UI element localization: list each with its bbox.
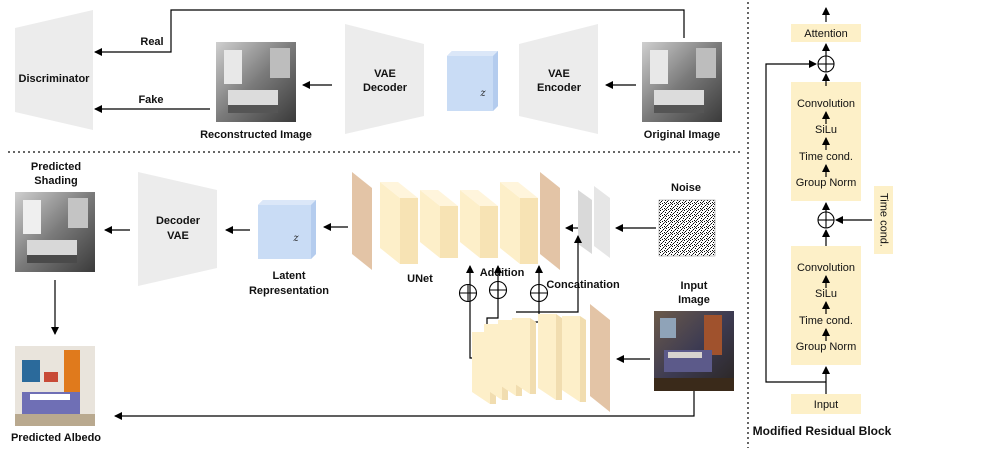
- vae-decoder-block: [345, 24, 424, 134]
- concat-block: [578, 186, 610, 258]
- time-cond-side-box: [874, 186, 893, 254]
- time-cond-side-label: Time cond.: [878, 193, 890, 247]
- concatination-label: Concatination: [546, 279, 620, 291]
- reconstructed-image: [216, 42, 296, 122]
- fake-label: Fake: [138, 94, 163, 106]
- decoder-vae-block: [138, 172, 217, 286]
- residual-add-mid: [817, 211, 835, 229]
- residual-input-label: Input: [814, 399, 838, 411]
- vae-encoder-label-2: Encoder: [537, 82, 582, 94]
- predicted-albedo-image: [15, 346, 95, 426]
- original-image-label: Original Image: [644, 129, 720, 141]
- residual-input-box: [791, 394, 861, 414]
- input-image: [654, 311, 734, 391]
- real-arrow: [94, 9, 685, 56]
- decoder-vae-label-1: Decoder: [156, 215, 201, 227]
- latent-representation-label-1: Latent: [273, 270, 306, 282]
- latent-z-top: z: [479, 88, 486, 99]
- unet-block: [352, 172, 560, 270]
- residual-add-top: [817, 55, 835, 73]
- attention-label: Attention: [804, 28, 847, 40]
- predicted-shading-label-2: Shading: [34, 175, 77, 187]
- latent-representation-label-2: Representation: [249, 285, 329, 297]
- skip-connection-arrow: [765, 60, 826, 383]
- discriminator-block: [15, 10, 93, 130]
- discriminator-label: Discriminator: [19, 73, 91, 85]
- vae-encoder-label-1: VAE: [548, 68, 570, 80]
- noise-label: Noise: [671, 182, 701, 194]
- real-label: Real: [140, 36, 163, 48]
- lower-time-cond: Time cond.: [799, 315, 853, 327]
- decoder-vae-label-2: VAE: [167, 230, 189, 242]
- latent-z-bottom: z: [292, 233, 299, 244]
- lower-group-norm: Group Norm: [796, 341, 857, 353]
- upper-convolution: Convolution: [797, 98, 855, 110]
- original-image: [642, 42, 722, 122]
- upper-silu: SiLu: [815, 124, 837, 136]
- predicted-shading-label-1: Predicted: [31, 161, 81, 173]
- lower-convolution: Convolution: [797, 262, 855, 274]
- vae-decoder-label-1: VAE: [374, 68, 396, 80]
- predicted-albedo-label: Predicted Albedo: [11, 432, 101, 444]
- addition-symbol-1: [458, 283, 478, 303]
- vae-decoder-label-2: Decoder: [363, 82, 408, 94]
- input-image-label-2: Image: [678, 294, 710, 306]
- noise-image: [658, 199, 716, 257]
- lower-silu: SiLu: [815, 288, 837, 300]
- input-encoder-block: [472, 304, 610, 412]
- residual-block-title: Modified Residual Block: [753, 424, 892, 438]
- unet-label: UNet: [407, 273, 433, 285]
- latent-cube-top: [447, 51, 498, 111]
- input-to-albedo-arrow: [114, 391, 695, 420]
- latent-cube-bottom: [258, 200, 316, 259]
- addition-label: Addition: [480, 267, 525, 279]
- upper-time-cond: Time cond.: [799, 151, 853, 163]
- upper-group-norm: Group Norm: [796, 177, 857, 189]
- input-image-label-1: Input: [681, 280, 708, 292]
- predicted-shading-image: [15, 192, 95, 272]
- vae-encoder-block: [519, 24, 598, 134]
- attention-box: [791, 24, 861, 42]
- reconstructed-image-label: Reconstructed Image: [200, 129, 312, 141]
- encoder-to-concat-arrow: [516, 235, 582, 313]
